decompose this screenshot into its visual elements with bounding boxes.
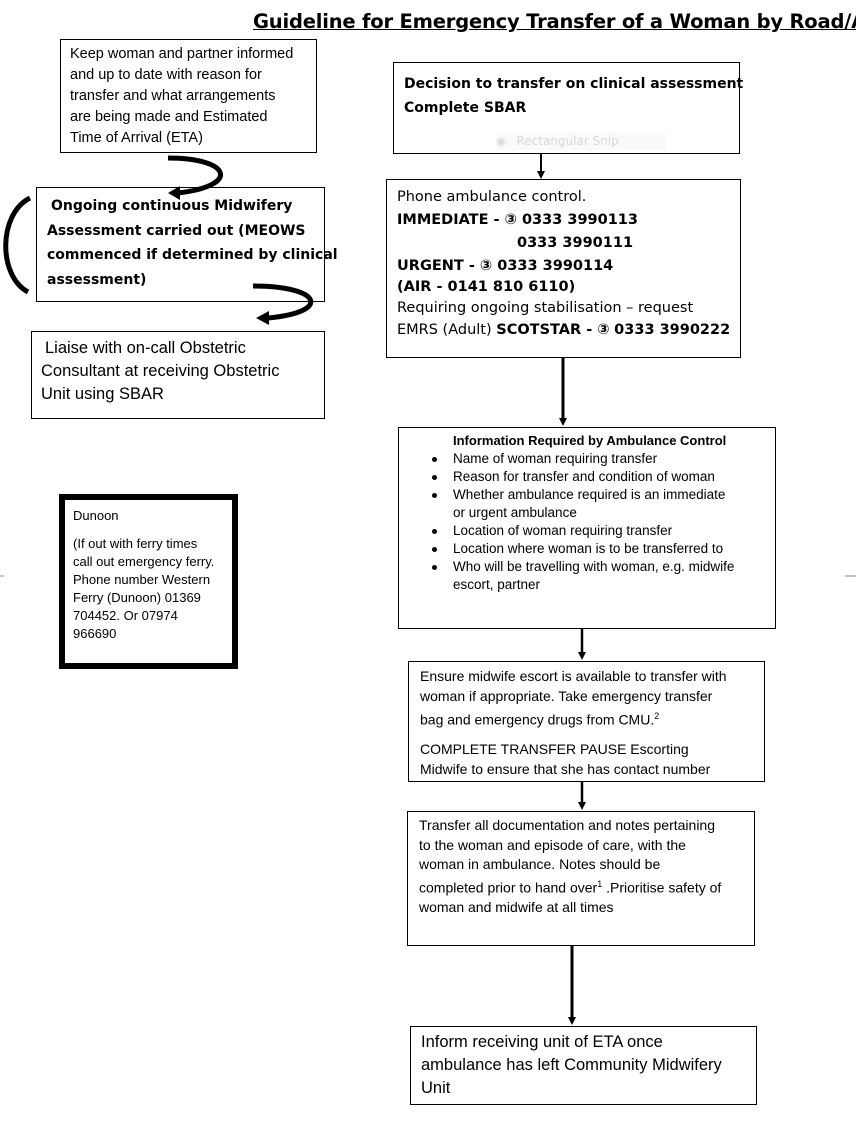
immediate-line: IMMEDIATE - ③ 0333 3990113: [397, 209, 732, 232]
scotstar-line: EMRS (Adult) SCOTSTAR - ③ 0333 3990222: [397, 319, 732, 342]
transfer-line: woman in ambulance. Notes should be: [419, 856, 661, 872]
ensure-line: Ensure midwife escort is available to tr…: [420, 668, 727, 684]
curved-arrow-ongoing-to-liaise: [252, 283, 314, 321]
footnote-marker: 1: [597, 878, 603, 889]
keep-informed-line: Keep woman and partner informed: [70, 46, 294, 62]
transfer-line: to the woman and episode of care, with t…: [419, 836, 686, 853]
ensure-line: Midwife to ensure that she has contact n…: [420, 760, 711, 777]
list-item: Who will be travelling with woman, e.g. …: [409, 558, 769, 594]
rectangular-snip-overlay: ◉ Rectangular Snip: [496, 132, 666, 150]
ongoing-line: Assessment carried out (MEOWS: [47, 222, 306, 239]
list-item: Location where woman is to be transferre…: [409, 540, 769, 558]
liaise-line: Unit using SBAR: [41, 385, 164, 403]
ongoing-line: Ongoing continuous Midwifery: [51, 198, 293, 214]
curved-arrow-ongoing-to-liaise-head: [256, 311, 269, 325]
list-item: Location of woman requiring transfer: [409, 522, 769, 540]
ongoing-line: assessment): [47, 271, 147, 288]
air-line: (AIR - 0141 810 6110): [397, 278, 576, 295]
liaise-consultant-box: Liaise with on-call Obstetric Consultant…: [31, 331, 325, 419]
ensure-line-text: bag and emergency drugs from CMU.: [420, 711, 655, 728]
list-item-text: Reason for transfer and condition of wom…: [453, 469, 715, 484]
ensure-line: bag and emergency drugs from CMU.2: [420, 706, 758, 730]
scotstar-number: 0333 3990222: [614, 322, 731, 338]
decision-line: Complete SBAR: [404, 100, 527, 116]
phone-icon: ③: [504, 211, 517, 228]
decision-line: Decision to transfer on clinical assessm…: [404, 76, 744, 92]
footnote-marker: 2: [654, 711, 660, 721]
immediate-label: IMMEDIATE -: [397, 211, 505, 228]
ensure-line: COMPLETE TRANSFER PAUSE Escorting: [420, 740, 689, 757]
curved-arrow-loop-left: [3, 195, 32, 295]
list-item: Whether ambulance required is an immedia…: [409, 486, 769, 522]
liaise-line: Consultant at receiving Obstetric: [41, 362, 280, 380]
dunoon-line: Ferry (Dunoon) 01369: [73, 590, 201, 605]
scotstar-label: SCOTSTAR -: [496, 322, 598, 338]
transfer-line: woman and midwife at all times: [419, 898, 614, 915]
emrs-prefix: EMRS (Adult): [397, 322, 497, 338]
inform-line: Inform receiving unit of ETA once: [421, 1033, 663, 1051]
ensure-line: woman if appropriate. Take emergency tra…: [420, 688, 713, 704]
snip-label: Rectangular Snip: [516, 134, 619, 148]
keep-informed-line: Time of Arrival (ETA): [70, 130, 203, 146]
info-required-box: Information Required by Ambulance Contro…: [398, 427, 776, 629]
phone-ambulance-box: Phone ambulance control. IMMEDIATE - ③ 0…: [386, 179, 741, 358]
inform-line: Unit: [421, 1079, 451, 1097]
list-item: Name of woman requiring transfer: [409, 450, 769, 468]
transfer-line-text: completed prior to hand over: [419, 879, 598, 896]
urgent-line: URGENT - ③ 0333 3990114: [397, 255, 732, 278]
dunoon-line: 966690: [73, 626, 117, 641]
dunoon-line: (If out with ferry times: [73, 536, 198, 551]
dunoon-heading: Dunoon: [73, 508, 119, 523]
curved-arrow-keep-to-ongoing-head: [168, 186, 180, 200]
snip-icon: ◉: [496, 134, 507, 148]
dunoon-line: 704452. Or 07974: [73, 608, 178, 623]
list-item-text: or urgent ambulance: [453, 505, 577, 520]
list-item-text: Location where woman is to be transferre…: [453, 541, 724, 556]
info-heading: Information Required by Ambulance Contro…: [453, 433, 727, 448]
immediate-number-2: 0333 3990111: [517, 235, 634, 251]
list-item-text: escort, partner: [453, 577, 541, 592]
stabilisation-line: Requiring ongoing stabilisation – reques…: [397, 299, 694, 316]
list-item-text: Who will be travelling with woman, e.g. …: [453, 559, 735, 574]
phone-icon: ③: [597, 322, 610, 338]
transfer-line-text: .Prioritise safety of: [602, 879, 722, 896]
dunoon-line: call out emergency ferry.: [73, 554, 215, 569]
list-item-text: Whether ambulance required is an immedia…: [453, 487, 726, 502]
list-item-text: Location of woman requiring transfer: [453, 523, 673, 538]
dunoon-line: Phone number Western: [73, 572, 211, 587]
urgent-label: URGENT -: [397, 258, 480, 274]
info-list: Name of woman requiring transfer Reason …: [409, 450, 769, 594]
urgent-number: 0333 3990114: [497, 258, 614, 274]
transfer-line: completed prior to hand over1 .Prioritis…: [419, 875, 748, 898]
curved-arrow-keep-to-ongoing: [167, 155, 223, 196]
transfer-line: Transfer all documentation and notes per…: [419, 817, 715, 833]
immediate-number-1: 0333 3990113: [521, 211, 638, 228]
phone-intro: Phone ambulance control.: [397, 189, 587, 205]
dunoon-box: Dunoon (If out with ferry times call out…: [59, 494, 238, 669]
keep-informed-line: and up to date with reason for: [70, 67, 262, 83]
straight-arrows: [537, 154, 586, 1025]
keep-informed-box: Keep woman and partner informed and up t…: [60, 39, 317, 153]
phone-icon: ③: [479, 258, 493, 274]
curved-arrows: [3, 155, 314, 325]
ongoing-line: commenced if determined by clinical: [47, 247, 338, 263]
ongoing-assessment-box: Ongoing continuous Midwifery Assessment …: [36, 187, 338, 302]
liaise-line: Liaise with on-call Obstetric: [45, 339, 246, 357]
list-item: Reason for transfer and condition of wom…: [409, 468, 769, 486]
keep-informed-line: are being made and Estimated: [70, 109, 268, 125]
inform-line: ambulance has left Community Midwifery: [421, 1056, 722, 1074]
list-item-text: Name of woman requiring transfer: [453, 451, 658, 466]
page-title: Guideline for Emergency Transfer of a Wo…: [253, 10, 856, 33]
inform-receiving-unit-box: Inform receiving unit of ETA once ambula…: [410, 1026, 757, 1105]
ensure-escort-box: Ensure midwife escort is available to tr…: [408, 661, 765, 782]
transfer-documentation-box: Transfer all documentation and notes per…: [407, 811, 755, 946]
keep-informed-line: transfer and what arrangements: [70, 88, 276, 104]
